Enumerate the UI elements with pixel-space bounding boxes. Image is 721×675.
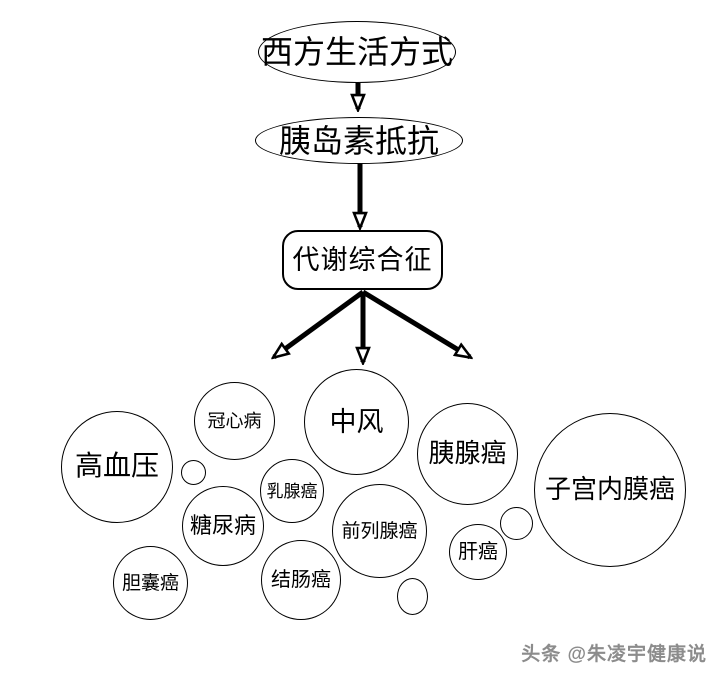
node-insulin-resistance: 胰岛素抵抗 [255, 117, 463, 164]
disease-label-pancreatic-cancer: 胰腺癌 [428, 439, 507, 468]
disease-circle-breast-cancer: 乳腺癌 [260, 459, 324, 523]
disease-circle-diabetes: 糖尿病 [182, 486, 264, 566]
disease-label-stroke: 中风 [329, 406, 384, 437]
disease-label-colon-cancer: 结肠癌 [271, 569, 331, 591]
disease-label-hypertension: 高血压 [74, 451, 159, 482]
node-western-lifestyle-label: 西方生活方式 [260, 34, 453, 70]
disease-circle-coronary-heart: 冠心病 [194, 382, 275, 460]
disease-circle-gallbladder-cancer: 胆囊癌 [113, 546, 188, 620]
disease-label-gallbladder-cancer: 胆囊癌 [121, 572, 179, 594]
disease-label-coronary-heart: 冠心病 [207, 411, 262, 431]
node-metabolic-syndrome-label: 代谢综合征 [292, 244, 433, 275]
disease-circle-stroke: 中风 [304, 369, 409, 475]
disease-circle-endometrial-cancer: 子宫内膜癌 [534, 413, 686, 567]
disease-circle-colon-cancer: 结肠癌 [261, 540, 341, 620]
disease-circle-liver-cancer: 肝癌 [449, 524, 507, 580]
disease-circle-prostate-cancer: 前列腺癌 [332, 484, 427, 578]
disease-circle-hypertension: 高血压 [61, 411, 173, 523]
decorative-circle-2 [500, 507, 533, 540]
arrow-metabolic-to-cluster-right [361, 289, 470, 357]
disease-label-diabetes: 糖尿病 [189, 513, 256, 538]
disease-circle-pancreatic-cancer: 胰腺癌 [417, 403, 518, 505]
decorative-circle-3 [397, 578, 428, 615]
disease-label-prostate-cancer: 前列腺癌 [341, 520, 418, 542]
disease-label-liver-cancer: 肝癌 [458, 541, 498, 563]
node-western-lifestyle: 西方生活方式 [258, 21, 456, 83]
node-insulin-resistance-label: 胰岛素抵抗 [278, 122, 439, 159]
node-metabolic-syndrome: 代谢综合征 [282, 230, 443, 290]
watermark: 头条 @朱凌宇健康说 [521, 644, 707, 665]
decorative-circle-1 [181, 460, 206, 485]
arrow-metabolic-to-cluster-left [274, 289, 365, 357]
disease-label-endometrial-cancer: 子宫内膜癌 [544, 475, 675, 504]
disease-label-breast-cancer: 乳腺癌 [266, 481, 318, 501]
